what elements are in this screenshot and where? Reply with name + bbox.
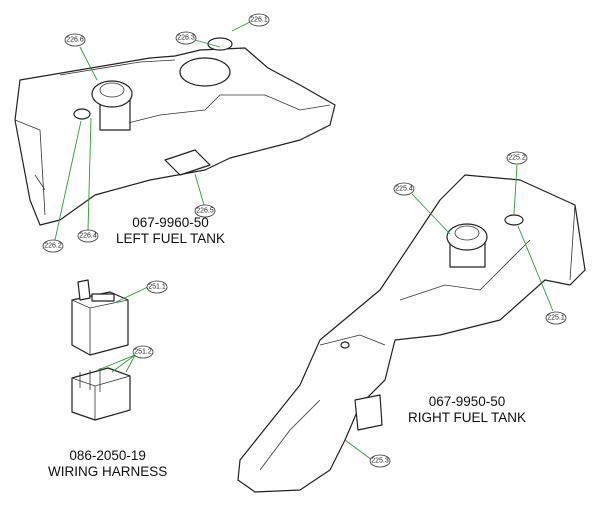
callout-225-4: 225.4 [393,182,415,196]
callout-226-1: 226.1 [248,13,270,27]
callout-225-1: 225.1 [545,311,567,325]
callout-251-2: 251.2 [132,345,154,359]
svg-text:226.3: 226.3 [177,35,195,42]
wiring-harness-caption: 086-2050-19 WIRING HARNESS [48,448,167,480]
wiring-harness-part-number: 086-2050-19 [69,448,146,463]
right-tank-caption: 067-9950-50 RIGHT FUEL TANK [408,394,526,426]
callout-226-3: 226.3 [175,31,197,45]
svg-text:226.1: 226.1 [250,17,268,24]
callout-226-5: 226.5 [194,204,216,218]
left-fuel-tank-drawing [14,37,336,226]
svg-text:226.2: 226.2 [44,243,62,250]
leader-lines [54,21,554,461]
callout-226-6: 226.6 [64,33,86,47]
right-tank-name: RIGHT FUEL TANK [408,410,527,425]
right-tank-part-number: 067-9950-50 [428,394,506,409]
wiring-harness-name: WIRING HARNESS [48,464,168,479]
callout-225-3: 225.3 [369,454,391,468]
svg-text:225.3: 225.3 [371,458,389,465]
left-tank-caption: 067-9960-50 LEFT FUEL TANK [116,215,225,247]
callout-251-1: 251.1 [146,280,168,294]
svg-text:226.4: 226.4 [79,233,97,240]
svg-text:251.1: 251.1 [148,284,166,291]
left-tank-name: LEFT FUEL TANK [116,231,226,246]
wiring-harness-drawing [71,279,131,421]
right-fuel-tank-drawing [237,174,586,493]
svg-text:225.1: 225.1 [547,315,565,322]
callout-225-2: 225.2 [506,151,528,165]
callout-226-2: 226.2 [42,239,64,253]
svg-text:225.4: 225.4 [395,186,413,193]
svg-text:226.6: 226.6 [66,37,84,44]
svg-text:226.5: 226.5 [196,208,214,215]
left-tank-part-number: 067-9960-50 [132,215,209,230]
svg-text:251.2: 251.2 [134,349,152,356]
callout-226-4: 226.4 [77,229,99,243]
svg-text:225.2: 225.2 [508,155,526,162]
